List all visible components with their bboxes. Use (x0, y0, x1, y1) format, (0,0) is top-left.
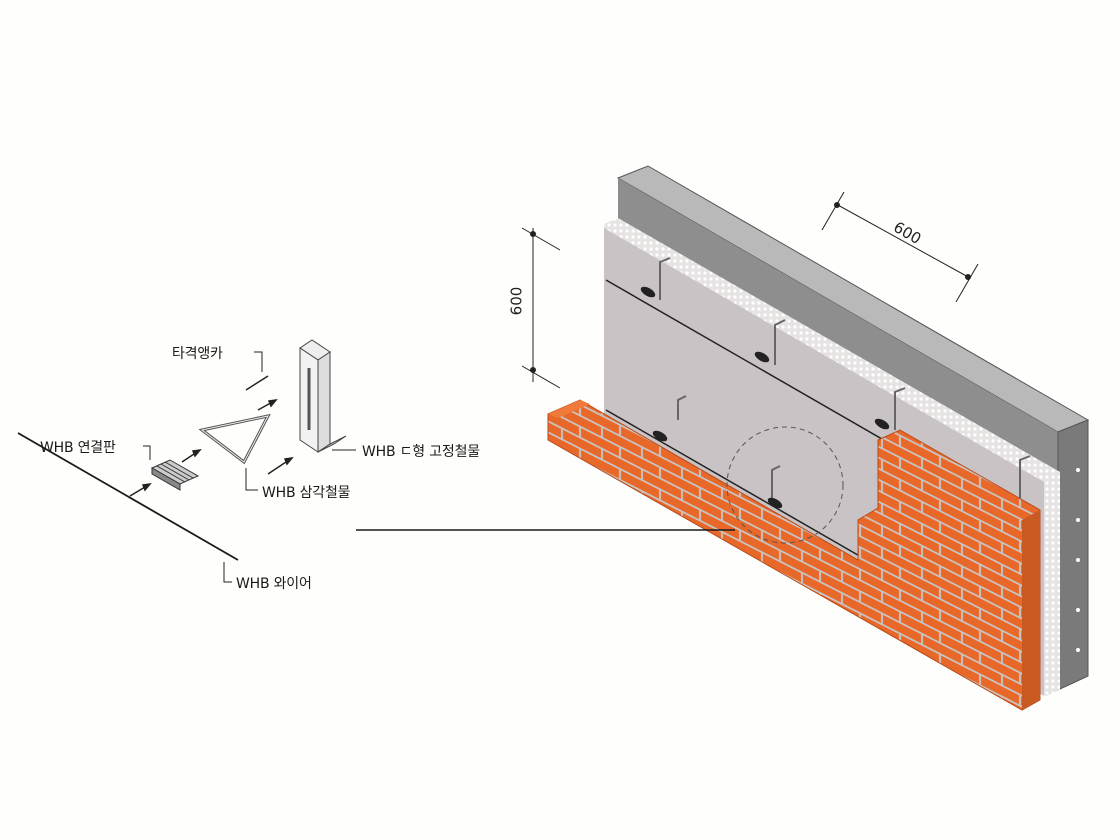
c-brackets (659, 257, 1031, 505)
label-leaders (143, 351, 356, 583)
exploded-components (17, 339, 356, 583)
label-connector-plate: WHB 연결판 (40, 440, 116, 456)
wire-icon (17, 432, 239, 561)
label-triangle-tie: WHB 삼각철물 (262, 485, 351, 501)
assembly-arrows (129, 375, 294, 497)
brick-veneer (547, 399, 1041, 711)
c-bracket-icon (299, 339, 347, 453)
label-c-bracket: WHB ㄷ형 고정철물 (362, 444, 480, 460)
dimension-vertical-label: 600 (507, 286, 526, 316)
detail-circle (726, 426, 844, 544)
label-wire: WHB 와이어 (236, 576, 312, 592)
connector-plate-icon (150, 459, 200, 491)
label-anchor: 타격앵카 (172, 346, 223, 362)
vertical-dimension (521, 227, 561, 389)
horizontal-dimension (821, 191, 979, 303)
